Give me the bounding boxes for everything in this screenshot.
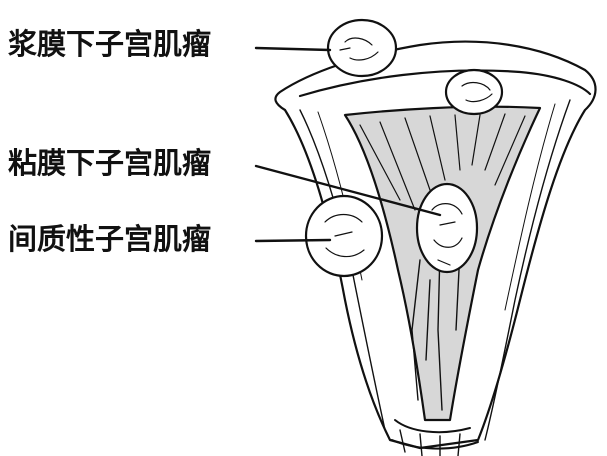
leader-subserosal <box>256 48 330 50</box>
label-intramural-fibroid: 间质性子宫肌瘤 <box>8 225 211 254</box>
intramural-fibroid <box>306 196 382 276</box>
label-subserosal-fibroid: 浆膜下子宫肌瘤 <box>8 30 211 59</box>
subserosal-fibroid <box>328 20 396 76</box>
leader-intramural <box>256 240 330 241</box>
label-submucosal-fibroid: 粘膜下子宫肌瘤 <box>8 149 211 178</box>
fundal-fibroid <box>446 70 502 114</box>
submucosal-fibroid <box>417 184 477 272</box>
